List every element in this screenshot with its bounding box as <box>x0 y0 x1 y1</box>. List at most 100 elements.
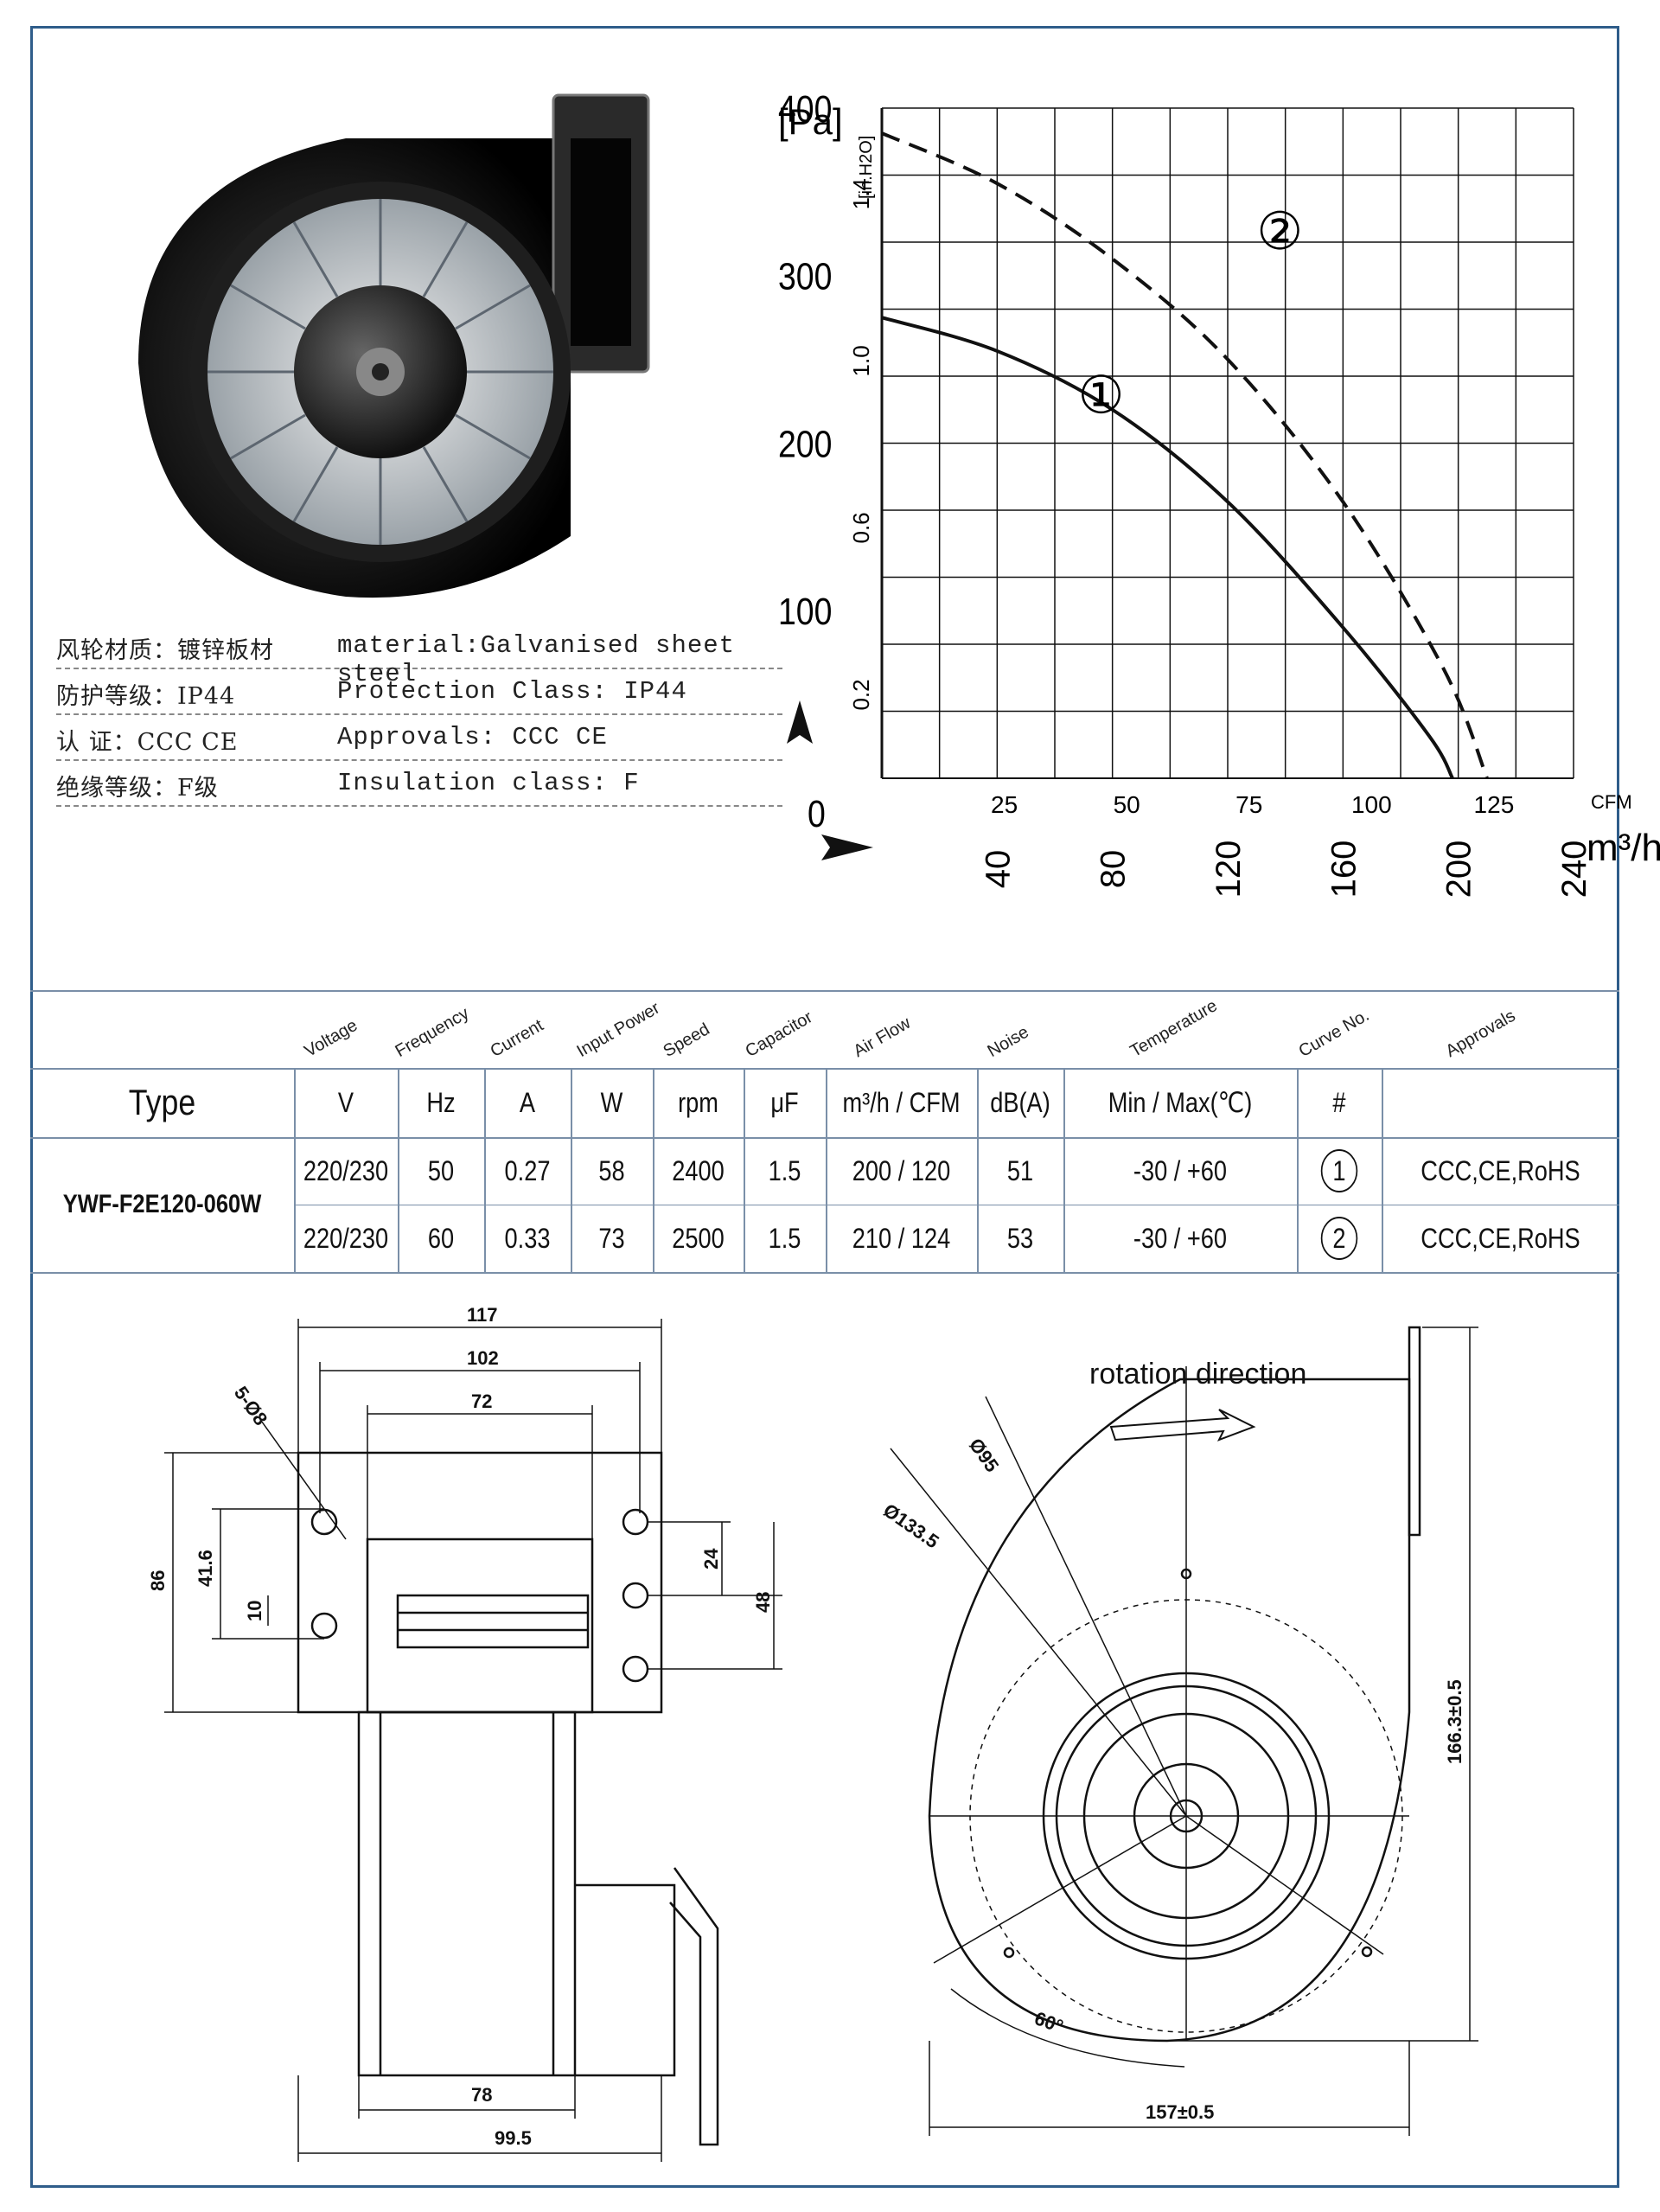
unit-cell: # <box>1332 1086 1346 1118</box>
cell-db: 53 <box>1006 1222 1034 1254</box>
curve-label-2: ② <box>1256 201 1303 262</box>
spec-en: Approvals: CCC CE <box>337 723 608 751</box>
table-col-rule <box>1063 1068 1065 1272</box>
unit-cell: μF <box>770 1086 799 1118</box>
cell-v: 220/230 <box>303 1154 389 1186</box>
cell-curve: 1 <box>1303 1137 1375 1205</box>
x-unit-m3h: m³/h <box>1587 827 1660 869</box>
dim-86: 86 <box>147 1570 169 1591</box>
table-col-rule <box>294 1068 296 1272</box>
cell-w: 73 <box>598 1222 625 1254</box>
y-axis-arrow-icon <box>787 700 813 744</box>
unit-cell: V <box>337 1086 354 1118</box>
table-rule <box>30 990 1619 992</box>
dim-d133-5: Ø133.5 <box>879 1499 942 1553</box>
x-tick-m3h: 240 <box>1555 841 1593 898</box>
x-tick-m3h: 200 <box>1440 841 1478 898</box>
unit-cell: dB(A) <box>990 1086 1050 1118</box>
page-frame <box>30 26 1619 2188</box>
table-col-rule <box>1297 1068 1299 1272</box>
cell-v: 220/230 <box>303 1222 389 1254</box>
cell-temp: -30 / +60 <box>1133 1154 1228 1186</box>
spec-row-insulation: 绝缘等级：F级 Insulation class: F <box>56 760 782 807</box>
cell-hz: 50 <box>427 1154 455 1186</box>
cell-w: 58 <box>598 1154 625 1186</box>
unit-cell: rpm <box>678 1086 718 1118</box>
x-unit-cfm: CFM <box>1591 791 1632 813</box>
x-tick-m3h: 160 <box>1325 841 1363 898</box>
dim-60deg: 60° <box>1031 2007 1066 2037</box>
spec-cn: 绝缘等级：F级 <box>56 775 219 802</box>
unit-cell: W <box>600 1086 623 1118</box>
y2-tick-label: 1.4 <box>848 178 874 209</box>
cell-rpm: 2500 <box>672 1222 725 1254</box>
cell-uf: 1.5 <box>768 1222 801 1254</box>
table-col-rule <box>1382 1068 1383 1272</box>
dim-10: 10 <box>244 1601 265 1621</box>
mount-hole <box>622 1655 649 1683</box>
x-tick-m3h: 40 <box>979 850 1017 889</box>
y-tick-label: 400 <box>778 87 832 131</box>
table-rule <box>30 1272 1619 1274</box>
flange-outline <box>297 1451 663 1714</box>
dim-72: 72 <box>471 1390 492 1412</box>
x-tick-cfm: 25 <box>991 791 1018 818</box>
y-tick-label: 300 <box>778 255 832 298</box>
cell-a: 0.33 <box>504 1222 551 1254</box>
y-tick-label: 200 <box>778 423 832 466</box>
outlet-opening <box>366 1538 594 1714</box>
spec-cn: 风轮材质：镀锌板材 <box>56 637 274 664</box>
spec-en: material:Galvanised sheet steel <box>337 631 736 688</box>
spec-cn: 防护等级：IP44 <box>56 683 236 710</box>
x-tick-cfm: 125 <box>1474 791 1515 818</box>
y-tick-label: 100 <box>778 590 832 633</box>
curve-1 <box>881 316 1454 779</box>
cell-flow: 200 / 120 <box>852 1154 951 1186</box>
unit-cell: Min / Max(℃) <box>1108 1087 1253 1118</box>
dim-166-3: 166.3±0.5 <box>1444 1679 1465 1764</box>
y-tick-label: 0 <box>808 792 826 835</box>
dim-78: 78 <box>471 2084 492 2106</box>
table-col-rule <box>571 1068 572 1272</box>
x-tick-cfm: 75 <box>1235 791 1262 818</box>
x-tick-cfm: 50 <box>1114 791 1140 818</box>
mount-hole <box>622 1508 649 1536</box>
spec-en: Protection Class: IP44 <box>337 677 687 706</box>
cell-hz: 60 <box>427 1222 455 1254</box>
unit-cell: Hz <box>426 1086 456 1118</box>
spec-en: Insulation class: F <box>337 769 640 797</box>
y2-tick-label: 0.6 <box>848 512 874 543</box>
spec-cn: 认 证：CCC CE <box>56 729 239 756</box>
unit-cell: A <box>519 1086 536 1118</box>
table-col-rule <box>744 1068 745 1272</box>
x-tick-m3h: 120 <box>1210 841 1248 898</box>
cell-a: 0.27 <box>504 1154 551 1186</box>
dim-48: 48 <box>752 1592 774 1613</box>
dim-99-5: 99.5 <box>495 2127 532 2149</box>
dim-117: 117 <box>467 1304 498 1326</box>
housing-side <box>357 1710 577 2077</box>
dim-d95: Ø95 <box>965 1435 1003 1476</box>
model-name: YWF-F2E120-060W <box>62 1190 262 1218</box>
curve-number-badge: 1 <box>1320 1149 1358 1192</box>
x-tick-m3h: 80 <box>1095 850 1133 889</box>
dim-157: 157±0.5 <box>1146 2101 1214 2123</box>
dim-24: 24 <box>700 1548 722 1569</box>
dim-5-d8: 5-Ø8 <box>230 1383 272 1429</box>
technical-drawings: 117 102 72 5-Ø8 86 41.6 10 24 48 78 99.5… <box>147 1304 1478 2162</box>
table-col-rule <box>653 1068 654 1272</box>
table-rule <box>30 1068 1619 1070</box>
cell-appr: CCC,CE,RoHS <box>1421 1222 1580 1254</box>
cell-uf: 1.5 <box>768 1154 801 1186</box>
spec-row-approvals: 认 证：CCC CE Approvals: CCC CE <box>56 714 782 761</box>
spec-row-material: 风轮材质：镀锌板材 material:Galvanised sheet stee… <box>56 623 782 688</box>
spec-row-protection: 防护等级：IP44 Protection Class: IP44 <box>56 668 782 715</box>
blower-photo <box>138 93 650 598</box>
x-tick-cfm: 100 <box>1351 791 1392 818</box>
dim-41-6: 41.6 <box>195 1550 216 1587</box>
unit-cell: Type <box>128 1082 196 1122</box>
rotation-direction-label: rotation direction <box>1089 1358 1306 1390</box>
curve-2 <box>881 131 1489 779</box>
table-rule <box>30 1137 1619 1139</box>
table-col-rule <box>826 1068 827 1272</box>
